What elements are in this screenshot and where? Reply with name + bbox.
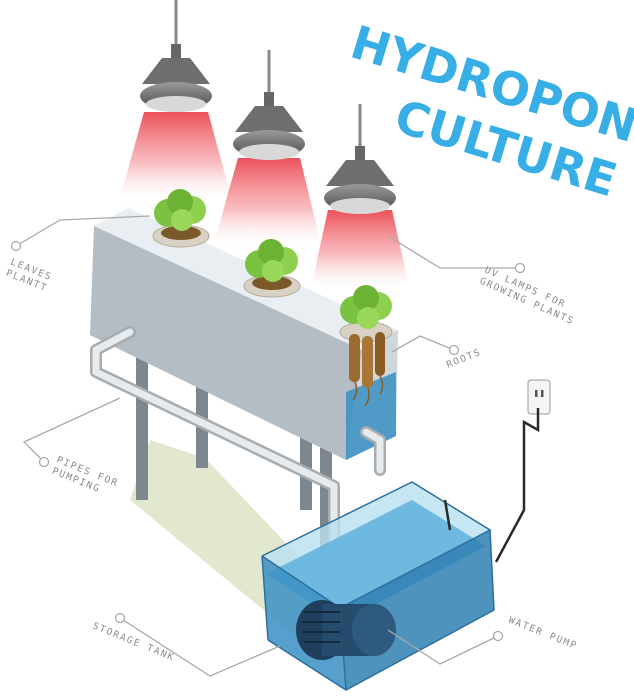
wall-outlet-icon	[443, 379, 551, 563]
pendant-lamp-icon	[324, 104, 396, 214]
lamp-glow-1	[118, 112, 232, 205]
roots	[349, 332, 385, 407]
lamp-glow-3	[310, 210, 410, 292]
pendant-lamp-icon	[233, 50, 305, 160]
lamp-glows	[118, 112, 410, 292]
power-cable	[494, 408, 540, 563]
lettuce-icon	[152, 189, 210, 248]
trough-front	[90, 226, 362, 460]
storage-tank	[261, 481, 495, 691]
label-water-pump: WATER PUMP	[507, 615, 579, 653]
lettuce-icon	[243, 239, 301, 298]
pumping-pipes	[90, 326, 386, 576]
tank-water-top	[266, 500, 486, 622]
lamp-glow-2	[212, 158, 322, 250]
leader-lines	[10, 215, 526, 677]
water-pump-icon	[296, 600, 396, 660]
lettuce-icon	[339, 285, 393, 343]
pendant-lamp-icon	[140, 0, 212, 112]
